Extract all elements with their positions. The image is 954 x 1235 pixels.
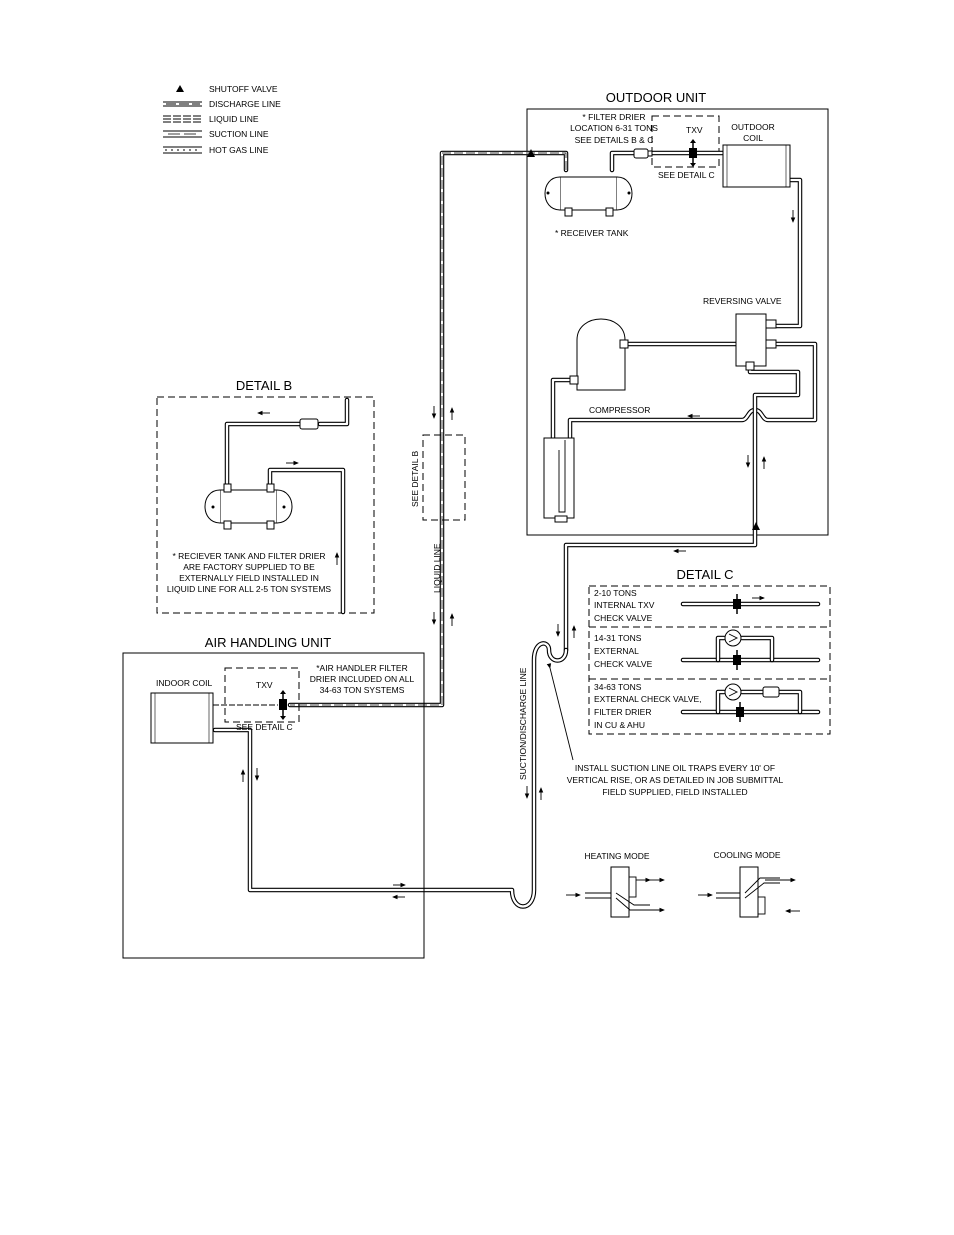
suction-discharge-line-label: SUCTION/DISCHARGE LINE [518, 667, 528, 780]
detail-c-title: DETAIL C [676, 567, 733, 582]
svg-text:*AIR HANDLER FILTER: *AIR HANDLER FILTER [316, 663, 407, 673]
svg-text:LOCATION 6-31 TONS: LOCATION 6-31 TONS [570, 123, 658, 133]
outdoor-txv-box [651, 115, 720, 168]
discharge-line-icon [163, 101, 202, 107]
see-detail-b-box [422, 434, 466, 521]
svg-text:* RECIEVER TANK AND FILTER DRI: * RECIEVER TANK AND FILTER DRIER [172, 551, 325, 561]
shutoff-valve-icon [752, 522, 760, 530]
shutoff-valve-icon [527, 149, 535, 157]
compressor-label: COMPRESSOR [589, 405, 650, 415]
suction-line-icon [163, 130, 202, 138]
receiver-tank-icon [544, 176, 633, 217]
compressor-icon [569, 318, 629, 391]
detail-c: DETAIL C 2-10 TONS INTERNAL TXV CHECK VA… [588, 567, 831, 735]
outdoor-unit-box [526, 108, 829, 536]
detail-c-row2-line1: 14-31 TONS [594, 633, 642, 643]
detail-c-row1-line2: INTERNAL TXV [594, 600, 655, 610]
ahu-see-detail-c: SEE DETAIL C [236, 722, 293, 732]
filter-drier-icon [299, 418, 319, 430]
filter-drier-icon [633, 148, 653, 159]
receiver-tank-icon [204, 483, 293, 530]
legend-suction-line: SUCTION LINE [209, 129, 269, 139]
svg-text:34-63 TON SYSTEMS: 34-63 TON SYSTEMS [320, 685, 405, 695]
legend-hot-gas-line: HOT GAS LINE [209, 145, 269, 155]
detail-c-row1-line3: CHECK VALVE [594, 613, 653, 623]
legend-discharge-line: DISCHARGE LINE [209, 99, 281, 109]
detail-c-row3-line2: EXTERNAL CHECK VALVE, [594, 694, 702, 704]
svg-text:SEE DETAILS B & C: SEE DETAILS B & C [575, 135, 654, 145]
heating-mode: HEATING MODE [566, 851, 665, 918]
outdoor-see-detail-c: SEE DETAIL C [658, 170, 715, 180]
ahu-title: AIR HANDLING UNIT [205, 635, 331, 650]
legend: SHUTOFF VALVE DISCHARGE LINE LIQUID LINE… [163, 84, 281, 155]
svg-text:* FILTER DRIER: * FILTER DRIER [582, 112, 645, 122]
check-valve-icon [724, 629, 742, 647]
svg-text:ARE FACTORY SUPPLIED TO BE: ARE FACTORY SUPPLIED TO BE [183, 562, 315, 572]
svg-text:INSTALL SUCTION LINE OIL TRAPS: INSTALL SUCTION LINE OIL TRAPS EVERY 10'… [575, 763, 775, 773]
outdoor-unit: OUTDOOR UNIT * FILTER DRIER LOCATION 6-3… [526, 90, 829, 536]
detail-c-row3-line1: 34-63 TONS [594, 682, 642, 692]
oil-trap-note: INSTALL SUCTION LINE OIL TRAPS EVERY 10'… [546, 663, 784, 797]
reversing-valve-icon [735, 313, 777, 371]
filter-drier-note: * FILTER DRIER LOCATION 6-31 TONS SEE DE… [570, 112, 658, 145]
refrigerant-piping [212, 149, 818, 909]
detail-c-row2-line2: EXTERNAL [594, 646, 639, 656]
liquid-line-icon [163, 115, 202, 123]
hot-gas-line-icon [163, 146, 202, 154]
shutoff-valve-icon [176, 85, 184, 92]
detail-c-row3-line4: IN CU & AHU [594, 720, 645, 730]
txv-valve-icon [733, 650, 741, 670]
detail-c-row3-line3: FILTER DRIER [594, 707, 651, 717]
outdoor-coil-icon [722, 144, 791, 188]
detail-b: DETAIL B * RECIEVER TANK AND FILTER DRIE… [156, 378, 375, 615]
detail-b-title: DETAIL B [236, 378, 292, 393]
filter-drier-icon [762, 686, 780, 698]
detail-b-box [156, 396, 375, 614]
reversing-valve-label: REVERSING VALVE [703, 296, 782, 306]
ahu-filter-note: *AIR HANDLER FILTER DRIER INCLUDED ON AL… [310, 663, 415, 695]
indoor-coil-label: INDOOR COIL [156, 678, 212, 688]
receiver-tank-label: * RECEIVER TANK [555, 228, 629, 238]
outdoor-coil-label-2: COIL [743, 133, 763, 143]
ahu-box [122, 652, 425, 959]
svg-text:EXTERNALLY FIELD INSTALLED IN: EXTERNALLY FIELD INSTALLED IN [179, 573, 319, 583]
indoor-coil-icon [150, 692, 214, 744]
svg-text:LIQUID LINE FOR ALL 2-5 TON SY: LIQUID LINE FOR ALL 2-5 TON SYSTEMS [167, 584, 332, 594]
heating-mode-label: HEATING MODE [584, 851, 649, 861]
detail-c-row2-line3: CHECK VALVE [594, 659, 653, 669]
svg-text:VERTICAL RISE, OR AS DETAILED: VERTICAL RISE, OR AS DETAILED IN JOB SUB… [567, 775, 784, 785]
outdoor-unit-title: OUTDOOR UNIT [606, 90, 706, 105]
txv-valve-icon [736, 702, 744, 722]
outdoor-txv-label: TXV [686, 125, 703, 135]
legend-shutoff-valve: SHUTOFF VALVE [209, 84, 278, 94]
outdoor-coil-label-1: OUTDOOR [731, 122, 774, 132]
air-handling-unit: AIR HANDLING UNIT INDOOR COIL TXV SEE DE… [122, 635, 425, 959]
ahu-txv-label: TXV [256, 680, 273, 690]
svg-text:FIELD SUPPLIED, FIELD INSTALLE: FIELD SUPPLIED, FIELD INSTALLED [602, 787, 747, 797]
detail-c-row1-line1: 2-10 TONS [594, 588, 637, 598]
detail-b-note: * RECIEVER TANK AND FILTER DRIER ARE FAC… [167, 551, 332, 594]
outdoor-components [543, 139, 791, 523]
ahu-txv-box [224, 667, 300, 723]
txv-valve-icon [733, 594, 741, 614]
see-detail-b-label: SEE DETAIL B [410, 450, 420, 507]
detail-c-box [588, 585, 831, 735]
legend-liquid-line: LIQUID LINE [209, 114, 259, 124]
cooling-mode-label: COOLING MODE [713, 850, 780, 860]
liquid-line-label: LIQUID LINE [432, 543, 442, 593]
check-valve-icon [724, 683, 742, 701]
svg-text:DRIER INCLUDED ON ALL: DRIER INCLUDED ON ALL [310, 674, 415, 684]
cooling-mode: COOLING MODE [698, 850, 800, 918]
txv-valve-icon [279, 690, 287, 720]
accumulator-icon [543, 437, 575, 523]
txv-valve-icon [689, 139, 697, 167]
